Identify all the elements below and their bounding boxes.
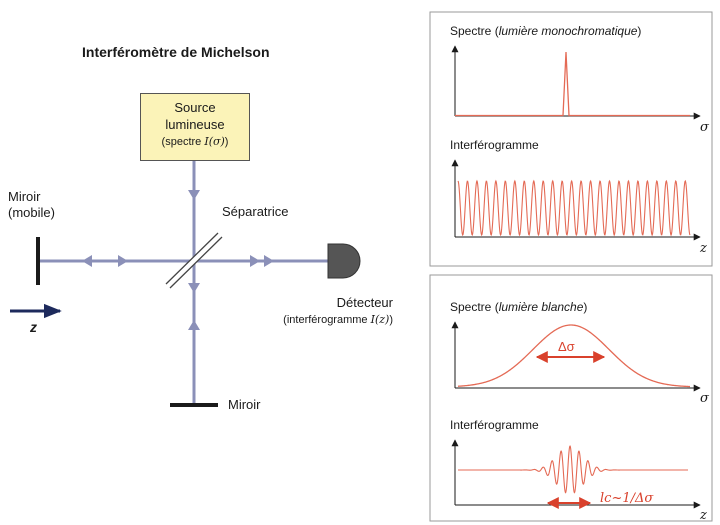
z-arrow-label: z	[30, 319, 37, 335]
source-line1: Source	[174, 100, 216, 115]
mono-axis-z: z	[700, 241, 707, 256]
beamsplitter-label: Séparatrice	[222, 204, 289, 219]
white-interferogram-curve	[458, 445, 688, 494]
detector-label: Détecteur (interférogramme I(z))	[283, 295, 393, 326]
mono-axis-sigma: σ	[700, 120, 709, 135]
panel-mono-frame	[429, 11, 713, 267]
white-interferogram-label: Interférogramme	[450, 418, 539, 432]
source-label: Source lumineuse (spectre I(σ))	[140, 99, 250, 151]
white-axis-z: z	[700, 508, 707, 523]
detector-icon	[327, 243, 361, 279]
white-axis-sigma: σ	[700, 391, 709, 406]
diagram-title: Interféromètre de Michelson	[82, 44, 270, 60]
mono-interferogram-label: Interférogramme	[450, 138, 539, 152]
source-line2: lumineuse	[165, 117, 225, 132]
delta-sigma-label: Δσ	[558, 339, 575, 354]
white-spectrum-curve	[457, 324, 691, 388]
white-spectrum-label: Spectre (lumière blanche)	[450, 300, 588, 314]
light-source-box	[140, 93, 250, 161]
panel-white-frame	[429, 274, 713, 522]
mono-spectrum-label: Spectre (lumière monochromatique)	[450, 24, 642, 38]
mirror-fixed-label: Miroir	[228, 397, 261, 412]
mono-interferogram-axes	[451, 159, 701, 241]
mono-spectrum-line	[455, 51, 690, 117]
beamsplitter	[165, 232, 223, 289]
white-spectrum-axes	[451, 321, 701, 392]
source-line3: (spectre I(σ))	[161, 135, 229, 148]
coherence-length-label: lc~1/Δσ	[600, 491, 654, 506]
beam-arrows	[82, 190, 274, 330]
mono-interferogram-curve	[457, 179, 691, 237]
mirror-mobile-label: Miroir (mobile)	[8, 189, 55, 220]
